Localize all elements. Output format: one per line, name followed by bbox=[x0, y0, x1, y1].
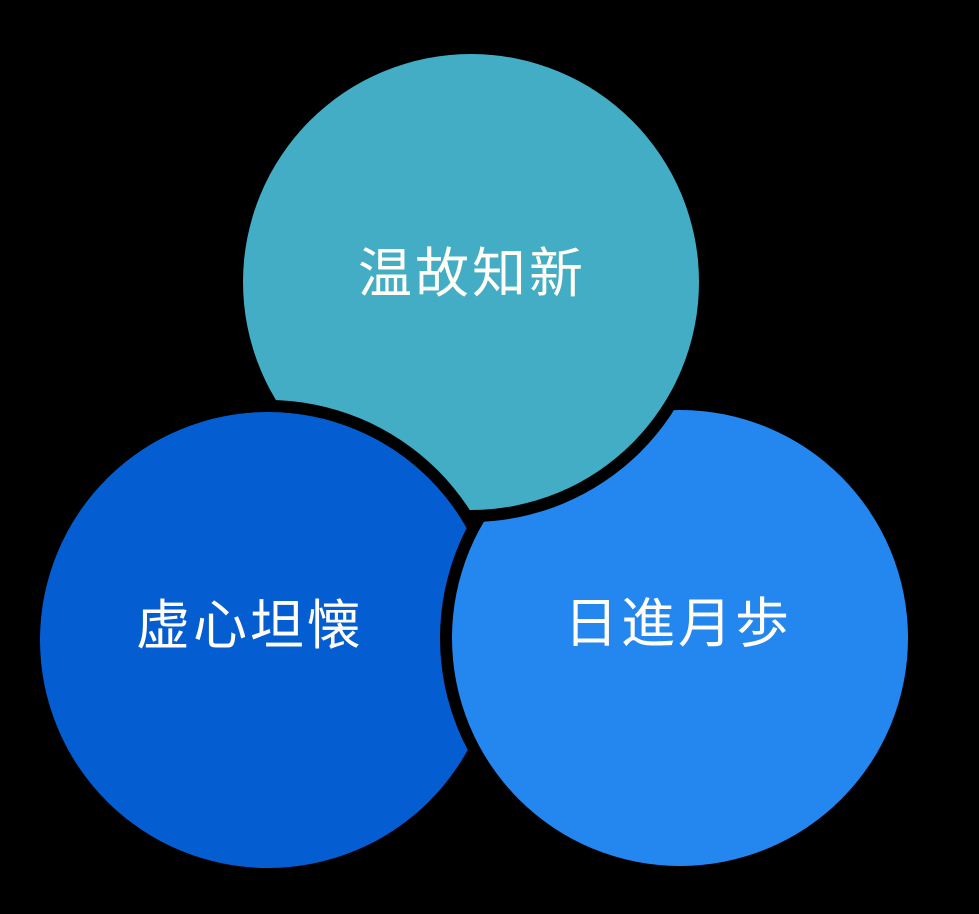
label-top: 温故知新 bbox=[358, 242, 586, 305]
circle-left bbox=[40, 412, 496, 868]
circle-top bbox=[243, 54, 699, 510]
label-left: 虚心坦懐 bbox=[136, 594, 364, 657]
label-right: 日進月歩 bbox=[564, 592, 792, 655]
circle-right bbox=[452, 410, 908, 866]
